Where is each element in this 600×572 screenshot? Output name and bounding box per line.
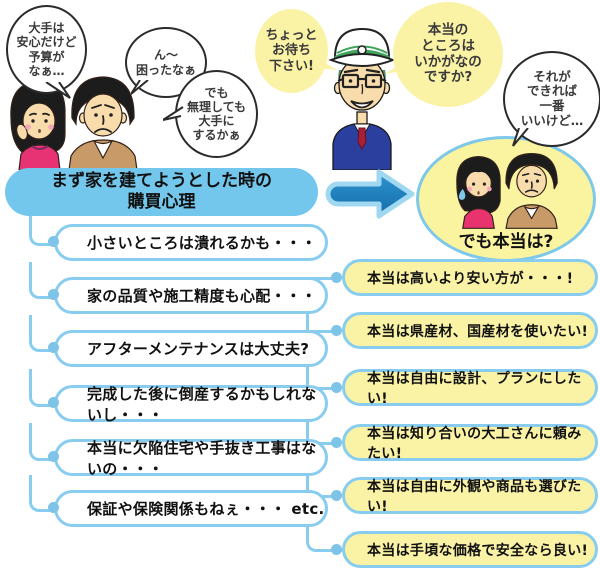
bubble-tail — [131, 80, 149, 95]
concern-label: アフターメンテナンスは大丈夫? — [87, 340, 310, 358]
wish-label: 本当は知り合いの大工さんに頼みたい! — [367, 425, 582, 462]
connector-line — [29, 423, 56, 461]
bubble-tail — [512, 128, 529, 147]
honest-couple-illustration — [456, 153, 558, 229]
connector-dot — [48, 502, 59, 513]
connector-dot — [48, 397, 59, 408]
connector-line — [307, 277, 337, 280]
connector-line — [29, 369, 56, 407]
engineer-with-cap-illustration — [328, 27, 396, 170]
concern-label: 保証や保険関係もねぇ・・・ etc. — [87, 500, 325, 518]
concern-box: アフターメンテナンスは大丈夫? — [54, 330, 328, 367]
connector-dot — [331, 382, 342, 393]
wish-label: 本当は自由に設計、プランにしたい! — [367, 370, 582, 407]
speech-bubble-husband-compromise: でも 無理しても 大手に するかぁ — [175, 70, 258, 158]
connector-dot — [331, 544, 342, 555]
wish-label: 本当は高いより安い方が・・・! — [367, 270, 574, 287]
connector-dot — [48, 342, 59, 353]
tear-drop-icon — [458, 189, 466, 200]
concern-box: 小さいところは潰れるかも・・・ — [54, 224, 328, 261]
wish-label: 本当は自由に外観や商品も選びたい! — [367, 478, 582, 515]
connector-elbow — [306, 528, 342, 552]
wish-box: 本当は知り合いの大工さんに頼みたい! — [342, 424, 598, 462]
wish-label: 本当は県産材、国産材を使いたい! — [367, 323, 589, 340]
connector-line — [29, 475, 56, 512]
connector-dot — [48, 289, 59, 300]
connector-dot — [48, 451, 59, 462]
wish-label: 本当は手頃な価格で安全なら良い! — [367, 542, 589, 559]
concern-label: 本当に欠陥住宅や手抜き工事はないの・・・ — [87, 438, 317, 478]
wish-box: 本当は県産材、国産材を使いたい! — [342, 312, 598, 349]
concern-box: 家の品質や施工精度も心配・・・ — [54, 277, 328, 314]
right-arrow-icon — [325, 169, 415, 219]
connector-dot — [331, 490, 342, 501]
concern-label: 完成した後に倒産するかもしれないし・・・ — [87, 384, 317, 424]
connector-line — [29, 315, 56, 352]
concern-label: 小さいところは潰れるかも・・・ — [87, 234, 317, 252]
title-banner: まず家を建てようとした時の 購買心理 — [5, 168, 318, 216]
bubble-tail — [45, 82, 71, 99]
speech-bubble-couple-wish: それが できれば 一番 いいけど… — [503, 51, 600, 147]
wish-box: 本当は自由に外観や商品も選びたい! — [342, 477, 598, 515]
speech-bubble-wife-budget: 大手は 安心だけど 予算が なぁ… — [6, 5, 87, 94]
wish-box: 本当は手頃な価格で安全なら良い! — [342, 531, 598, 568]
connector-line — [29, 262, 56, 299]
connector-dot — [331, 325, 342, 336]
honest-couple-circle: でも本当は? — [416, 136, 596, 262]
connector-dot — [331, 437, 342, 448]
speech-bubble-engineer-wait: ちょっと お待ち 下さい! — [255, 9, 328, 93]
bubble-tail — [385, 60, 407, 74]
connector-line — [307, 330, 337, 333]
bubble-tail — [317, 58, 337, 70]
worried-couple-illustration — [10, 76, 138, 170]
concern-box: 本当に欠陥住宅や手抜き工事はないの・・・ — [54, 438, 328, 478]
wish-box: 本当は高いより安い方が・・・! — [342, 259, 598, 296]
speech-bubble-engineer-ask: 本当の ところは いかがなの ですか? — [393, 2, 503, 107]
circle-caption: でも本当は? — [458, 232, 554, 252]
wish-box: 本当は自由に設計、プランにしたい! — [342, 369, 598, 407]
bubble-tail — [163, 106, 184, 121]
concern-box: 保証や保険関係もねぇ・・・ etc. — [54, 490, 328, 527]
concern-label: 家の品質や施工精度も心配・・・ — [87, 287, 317, 305]
connector-line — [307, 387, 337, 390]
connector-dot — [48, 236, 59, 247]
concern-box: 完成した後に倒産するかもしれないし・・・ — [54, 384, 328, 424]
connector-dot — [331, 272, 342, 283]
connector-line — [29, 215, 56, 246]
